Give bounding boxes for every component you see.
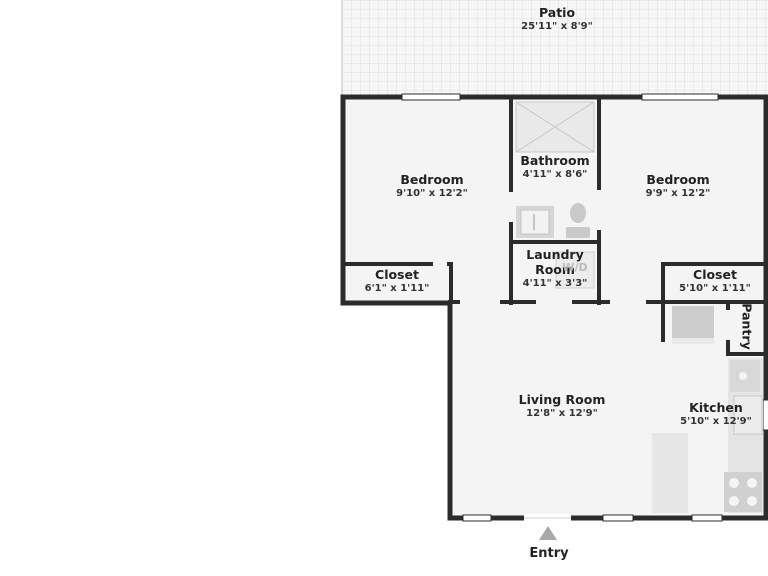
exterior-walls bbox=[340, 94, 768, 521]
washer-dryer bbox=[555, 251, 595, 289]
kitchen-fixtures bbox=[652, 306, 763, 513]
label-pantry: Pantry bbox=[739, 303, 755, 350]
windows bbox=[401, 93, 768, 522]
toilet bbox=[566, 203, 590, 238]
shower bbox=[515, 101, 595, 153]
entry-arrow-icon bbox=[539, 526, 557, 540]
patio-area bbox=[342, 0, 768, 95]
entry-label: Entry bbox=[529, 546, 569, 561]
door-openings bbox=[433, 190, 731, 340]
bathroom-vanity bbox=[516, 206, 554, 238]
